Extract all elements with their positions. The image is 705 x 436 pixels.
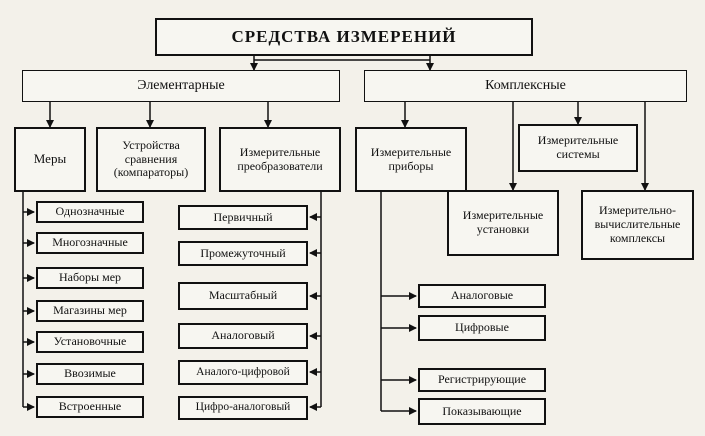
transducers-item: Промежуточный — [178, 241, 308, 266]
node-systems: Измерительные системы — [518, 124, 638, 172]
measures-item: Однозначные — [36, 201, 144, 223]
instruments-item: Аналоговые — [418, 284, 546, 308]
node-comparators: Устройства сравнения (компараторы) — [96, 127, 206, 192]
measures-item: Наборы мер — [36, 267, 144, 289]
transducers-item: Масштабный — [178, 282, 308, 310]
node-measures: Меры — [14, 127, 86, 192]
node-installations: Измерительные установки — [447, 190, 559, 256]
node-computing-complexes: Измерительно- вычислительные комплексы — [581, 190, 694, 260]
category-complex: Комплексные — [364, 70, 687, 102]
instruments-item: Цифровые — [418, 315, 546, 341]
category-elementary: Элементарные — [22, 70, 340, 102]
measures-item: Магазины мер — [36, 300, 144, 322]
measures-item: Установочные — [36, 331, 144, 353]
instruments-item: Показывающие — [418, 398, 546, 425]
measures-item: Ввозимые — [36, 363, 144, 385]
measures-item: Встроенные — [36, 396, 144, 418]
instruments-item: Регистрирующие — [418, 368, 546, 392]
transducers-item: Аналого-цифровой — [178, 360, 308, 385]
measures-item: Многозначные — [36, 232, 144, 254]
transducers-item: Аналоговый — [178, 323, 308, 349]
node-transducers: Измерительные преобразователи — [219, 127, 341, 192]
transducers-item: Цифро-аналоговый — [178, 396, 308, 420]
diagram-title: СРЕДСТВА ИЗМЕРЕНИЙ — [155, 18, 533, 56]
node-instruments: Измерительные приборы — [355, 127, 467, 192]
transducers-item: Первичный — [178, 205, 308, 230]
